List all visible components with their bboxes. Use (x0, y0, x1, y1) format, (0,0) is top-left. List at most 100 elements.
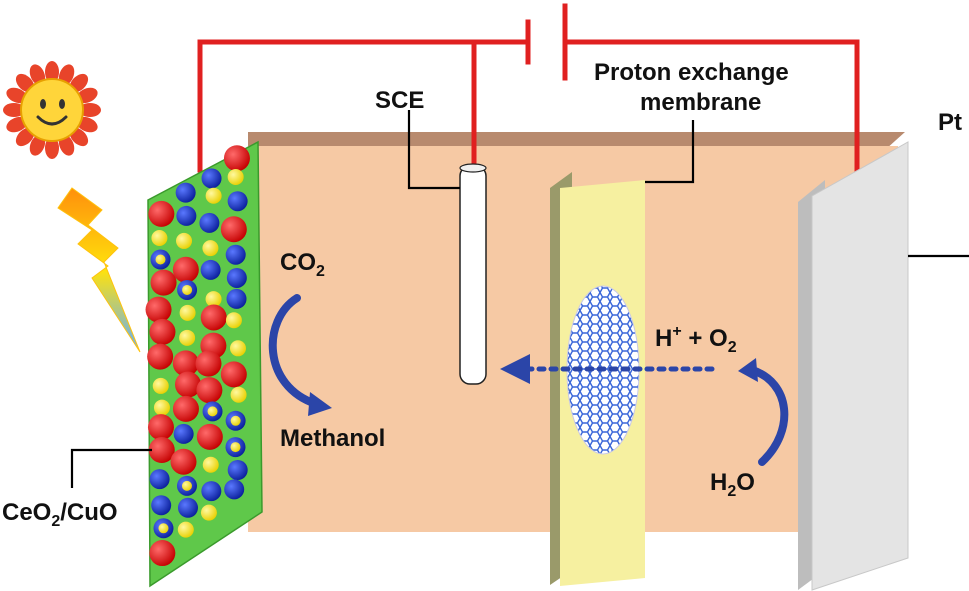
catalyst-particle (170, 448, 197, 475)
hplus-o2-label: H+ + O2 (655, 323, 737, 356)
sun-smile (36, 115, 68, 126)
catalyst-particle (201, 481, 222, 502)
sun-petal (3, 103, 25, 117)
ceo2-cuo-cathode (145, 140, 263, 588)
reduction-arc (268, 294, 320, 408)
sce-electrode (459, 163, 487, 385)
lightning-bolt-icon (57, 187, 141, 353)
catalyst-particle (177, 521, 194, 538)
catalyst-particle (151, 495, 172, 516)
catalyst-particle (226, 267, 247, 288)
sce-tube (459, 165, 487, 385)
sce-callout (407, 110, 460, 190)
pt-label: Pt (938, 109, 962, 136)
catalyst-particles (145, 145, 250, 567)
sun-petal (79, 103, 101, 117)
catalyst-particle (220, 216, 247, 243)
catalyst-particle (226, 288, 247, 309)
proton-exchange-membrane (550, 172, 645, 586)
catalyst-particle (202, 456, 219, 473)
catalyst-particle (179, 329, 196, 346)
catalyst-particle (227, 191, 248, 212)
external-circuit (197, 3, 860, 181)
methanol-label: Methanol (280, 425, 385, 452)
catalyst-particle (177, 497, 198, 518)
sce-tube-top (459, 163, 487, 173)
catalyst-core (155, 254, 166, 265)
catalyst-particle (172, 395, 199, 422)
membrane-label-line2: membrane (640, 89, 761, 116)
oxidation-arc (748, 366, 789, 466)
h2o-label: H2O (710, 469, 755, 500)
catalyst-particle (202, 240, 219, 257)
catalyst-particle (172, 256, 199, 283)
catalyst-particle (225, 312, 242, 329)
catalyst-core (158, 523, 169, 534)
catalyst-particle (173, 423, 194, 444)
sce-label: SCE (375, 87, 424, 114)
catalyst-particle (149, 469, 170, 490)
sun-petal (45, 137, 59, 159)
catalyst-particle (229, 340, 246, 357)
catalyst-particle (175, 182, 196, 203)
co2-label: CO2 (280, 249, 325, 280)
cathode-callout (70, 448, 152, 488)
catalyst-particle (176, 205, 197, 226)
catalyst-particle (150, 269, 177, 296)
cathode-label: CeO2/CuO (2, 499, 118, 530)
pt-electrode (798, 141, 909, 591)
catalyst-particle (195, 350, 222, 377)
catalyst-particle (148, 437, 175, 464)
catalyst-particle (153, 399, 170, 416)
callout-lines (70, 110, 969, 488)
catalyst-particle (179, 304, 196, 321)
catalyst-particle (227, 168, 244, 185)
water-oxidation-arrow (738, 358, 789, 466)
catalyst-particle (200, 259, 221, 280)
catalyst-particle (223, 145, 250, 172)
catalyst-particle (145, 296, 172, 323)
catalyst-particle (227, 460, 248, 481)
catalyst-particle (147, 414, 174, 441)
sun-face (20, 78, 84, 142)
catalyst-core (230, 442, 241, 453)
reduction-arrowhead (308, 392, 332, 416)
catalyst-particle (200, 304, 227, 331)
membrane-callout (645, 120, 695, 184)
catalyst-particle (151, 229, 168, 246)
wire-cathode (197, 39, 531, 173)
catalyst-particle (230, 386, 247, 403)
catalyst-particle (196, 377, 223, 404)
catalyst-particle (172, 350, 199, 377)
sun-eye-right (59, 99, 65, 109)
catalyst-particle (220, 361, 247, 388)
oxidation-arrowhead (738, 358, 758, 382)
sun-eye-left (40, 99, 46, 109)
catalyst-particle (200, 504, 217, 521)
wire-anode (562, 39, 860, 181)
catalyst-particle (149, 540, 176, 567)
catalyst-particle (152, 377, 169, 394)
catalyst-particle (205, 187, 222, 204)
catalyst-particle (199, 212, 220, 233)
pt-plate-face (811, 141, 909, 591)
catalyst-core (181, 480, 192, 491)
sun-petal (45, 61, 59, 83)
bolt-shape (57, 187, 141, 353)
smiling-sun-icon (3, 61, 101, 159)
labels: SCE Proton exchange membrane Pt CO2 Meth… (2, 59, 962, 530)
catalyst-particle (224, 479, 245, 500)
catalyst-core (182, 284, 193, 295)
catalyst-core (230, 415, 241, 426)
catalyst-particle (196, 423, 223, 450)
catalyst-particle (176, 232, 193, 249)
tank-top-edge (248, 132, 905, 150)
catalyst-particle (174, 371, 201, 398)
membrane-label-line1: Proton exchange (594, 59, 789, 86)
catalyst-particle (225, 244, 246, 265)
sun-petals (3, 61, 101, 159)
co2-reduction-arrow (268, 294, 332, 416)
catalyst-core (207, 406, 218, 417)
catalyst-particle (205, 291, 222, 308)
catalyst-particle (149, 318, 176, 345)
